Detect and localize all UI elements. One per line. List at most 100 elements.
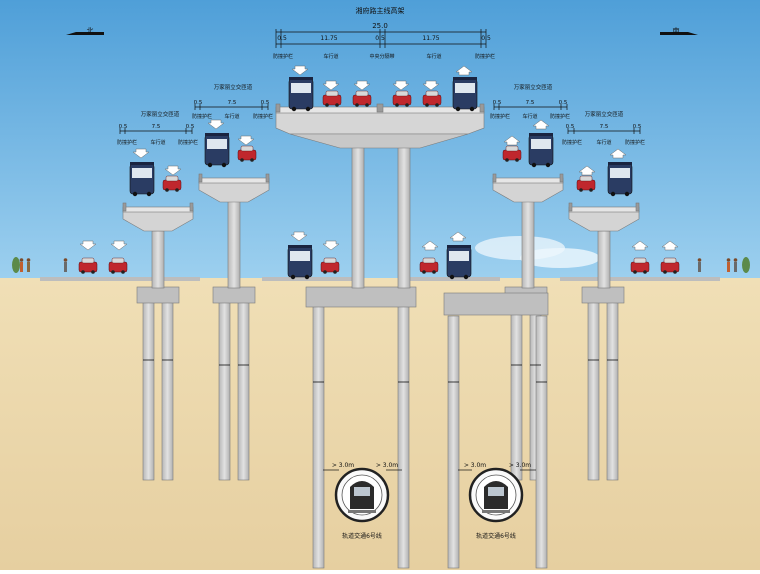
tunnel-left-train-window (354, 487, 370, 496)
wheel (146, 191, 152, 197)
bus (446, 245, 472, 280)
car (576, 175, 596, 192)
car-body (237, 149, 257, 161)
car-window (422, 257, 436, 264)
ramp-right-outer-barrier (568, 202, 573, 212)
bus-roof (608, 162, 632, 165)
car-window (325, 90, 339, 97)
bus (288, 77, 314, 112)
wheel (405, 103, 409, 107)
wheel (81, 270, 85, 274)
main-deck (275, 111, 485, 135)
tree (12, 257, 20, 273)
car (322, 90, 342, 107)
ramp-ri-label-3: 防撞护栏 (550, 113, 570, 120)
tunnel-left-rail (348, 510, 376, 513)
direction-arrow (237, 135, 255, 146)
bus-roof (130, 162, 154, 165)
main-dim-2: 11.75 (320, 35, 337, 42)
pile (606, 301, 619, 481)
wheel (304, 274, 310, 280)
wheel (505, 158, 509, 162)
car (352, 90, 372, 107)
ramp-li-dim-3: 0.5 (261, 100, 270, 106)
bus (129, 162, 155, 197)
cloud (520, 248, 600, 268)
ramp-ro-dim-2: 7.5 (600, 124, 609, 130)
direction-arrow (532, 119, 550, 130)
pile (447, 315, 460, 569)
car-body (576, 179, 596, 191)
main-dim-3: 0.5 (375, 35, 385, 42)
bus (204, 133, 230, 168)
wheel (432, 270, 436, 274)
wheel (610, 191, 616, 197)
car-window (633, 257, 647, 264)
ramp-left-inner-barrier (198, 173, 203, 183)
tunnel-clearance-right: > 3.0m (464, 462, 486, 469)
car (630, 257, 650, 274)
direction-arrow (291, 65, 309, 76)
ramp-lo-dim-3: 0.5 (186, 124, 195, 130)
ramp-li-dim-1: 0.5 (194, 100, 203, 106)
direction-arrow (449, 231, 467, 242)
car-window (111, 257, 125, 264)
car (422, 90, 442, 107)
compass-arrow-left (66, 32, 104, 35)
ramp-lo-label-2: 车行道 (150, 139, 165, 146)
main-deck-web (289, 133, 469, 149)
ramp-left-outer-barrier (189, 202, 194, 212)
main-dim-4: 11.75 (422, 35, 439, 42)
ground-road-mid-right (410, 277, 500, 281)
ramp-lo-label-1: 防撞护栏 (117, 139, 137, 146)
car (502, 145, 522, 162)
direction-arrow (421, 240, 439, 251)
ramp-right-inner-barrier (492, 173, 497, 183)
wheel (240, 158, 244, 162)
ramp-left-outer-pier (151, 230, 165, 289)
ramp-title-left-inner: 万家丽立交匝道 (214, 83, 253, 91)
direction-arrow (422, 80, 440, 91)
main-title: 湘府路主线高架 (356, 6, 405, 15)
car-body (320, 261, 340, 273)
direction-arrow (79, 240, 97, 251)
compass-left-label: 北 (87, 27, 94, 35)
car (660, 257, 680, 274)
wheel (624, 191, 630, 197)
compass-right-label: 南 (673, 26, 680, 35)
direction-arrow (578, 165, 596, 176)
car-window (355, 90, 369, 97)
bus-window (610, 168, 630, 178)
ramp-title-right-outer: 万家丽立交匝道 (585, 110, 624, 118)
tree (742, 257, 750, 273)
ramp-left-outer-slab (122, 206, 194, 213)
bus-roof (289, 77, 313, 80)
main-label-4: 车行道 (426, 53, 441, 60)
pedestrian-head (63, 258, 68, 262)
bus-roof (529, 133, 553, 136)
direction-arrow (322, 240, 340, 251)
car-window (395, 90, 409, 97)
direction-arrow (164, 165, 182, 176)
ramp-ri-dim-3: 0.5 (559, 100, 568, 106)
wheel (455, 106, 461, 112)
wheel (515, 158, 519, 162)
main-label-1: 防撞护栏 (273, 53, 293, 60)
ramp-right-outer-barrier (635, 202, 640, 212)
bus-window (132, 168, 152, 178)
wheel (579, 188, 583, 192)
ramp-right-inner-pier (521, 199, 535, 289)
car (320, 257, 340, 274)
direction-arrow (110, 240, 128, 251)
car (392, 90, 412, 107)
pile (161, 301, 174, 481)
car-body (630, 261, 650, 273)
ramp-right-outer-pier (597, 230, 611, 289)
direction-arrow (631, 240, 649, 251)
pile (510, 301, 523, 481)
ramp-ro-dim-3: 0.5 (633, 124, 642, 130)
ramp-right-inner-barrier (559, 173, 564, 183)
main-pier (397, 144, 411, 289)
car-body (352, 94, 372, 106)
